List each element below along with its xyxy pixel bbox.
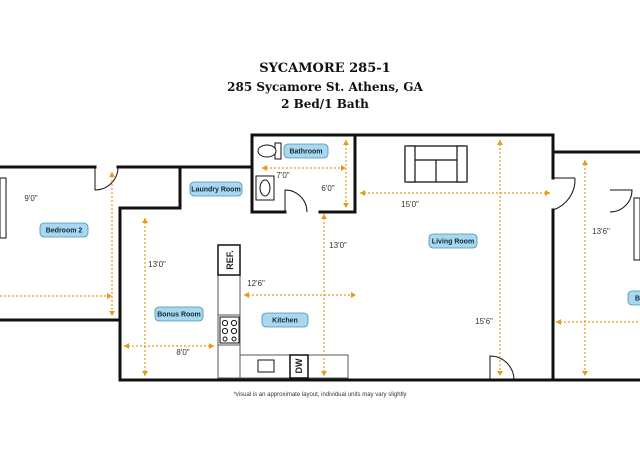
door-right-room — [552, 177, 576, 211]
room-label-kitchen: Kitchen — [261, 312, 309, 328]
svg-text:Living Room: Living Room — [432, 239, 474, 246]
kitchen-height-label: 13'0" — [329, 241, 347, 250]
room-label-bedroom2: Bedroom 2 — [39, 222, 89, 238]
door-bedroom2 — [94, 166, 119, 191]
property-address: 285 Sycamore St. Athens, GA — [227, 80, 423, 94]
property-name: SYCAMORE 285-1 — [259, 61, 390, 76]
svg-text:Bonus Room: Bonus Room — [157, 312, 201, 319]
toilet-icon — [257, 142, 282, 160]
room-label-bathroom: Bathroom — [283, 143, 329, 159]
dimension-arrows — [107, 140, 588, 376]
svg-text:B: B — [635, 296, 640, 303]
bath-sink-icon — [255, 175, 275, 201]
bedroom2-height-label: 9'0" — [24, 194, 37, 203]
room-label-right-bedroom: B — [627, 290, 640, 306]
bathroom-width-label: 7'0" — [276, 171, 289, 180]
refrigerator-icon — [217, 244, 241, 276]
door-entry — [489, 355, 515, 381]
sofa-icon — [404, 145, 468, 183]
room-label-bonus: Bonus Room — [154, 306, 204, 322]
footnote: *visual is an approximate layout, indivi… — [233, 392, 406, 398]
stove-icon — [219, 316, 240, 344]
dishwasher-icon — [289, 354, 309, 379]
doors — [94, 166, 633, 381]
bonus-height-label: 13'0" — [148, 260, 166, 269]
right-room-height-label: 13'6" — [592, 227, 610, 236]
svg-text:Kitchen: Kitchen — [272, 318, 298, 325]
door-right-inner — [609, 189, 633, 213]
living-height-label: 15'6" — [475, 317, 493, 326]
bedroom2-closet — [0, 177, 7, 239]
kitchen-sink-icon — [257, 359, 275, 373]
living-width-label: 15'0" — [401, 200, 419, 209]
dishwasher-label: DW — [294, 358, 304, 373]
room-label-living: Living Room — [428, 233, 478, 249]
dimension-lines — [0, 140, 640, 376]
svg-text:Laundry Room: Laundry Room — [191, 187, 240, 194]
bathroom-height-label: 6'0" — [321, 184, 334, 193]
room-label-laundry: Laundry Room — [189, 181, 243, 197]
svg-text:Bathroom: Bathroom — [289, 149, 322, 156]
kitchen-width-label: 12'6" — [247, 279, 265, 288]
bonus-width-label: 8'0" — [176, 348, 189, 357]
property-beds-baths: 2 Bed/1 Bath — [281, 97, 369, 111]
refrigerator-label: REF. — [225, 250, 235, 270]
right-room-closet — [633, 197, 640, 261]
svg-text:Bedroom 2: Bedroom 2 — [46, 228, 83, 235]
door-bathroom — [284, 189, 308, 213]
walls — [0, 133, 640, 382]
